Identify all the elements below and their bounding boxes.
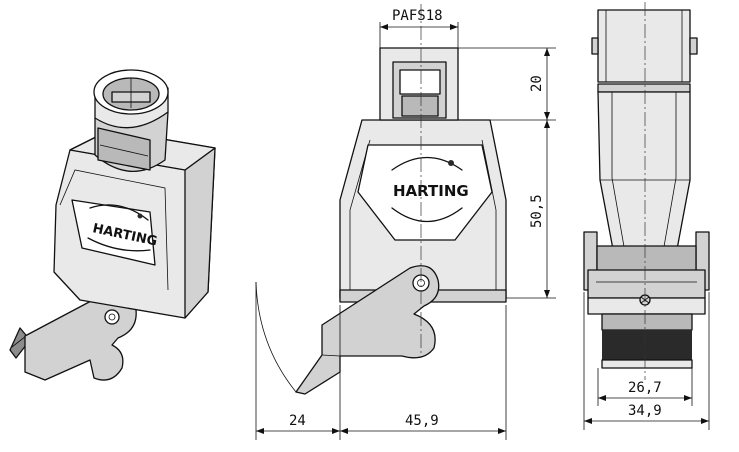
- dim-width-outer: 34,9: [628, 403, 662, 419]
- dim-width-inner: 26,7: [628, 380, 662, 396]
- dim-width-body: 45,9: [405, 413, 439, 429]
- dimension-lines: PAFS18 20 50,5 24 45,9 26,7: [255, 8, 710, 440]
- dim-height-body: 50,5: [529, 194, 545, 228]
- side-view: [583, 2, 710, 380]
- dim-pafs18: PAFS18: [392, 8, 443, 24]
- front-view: HARTING: [255, 4, 507, 395]
- front-logo-text: HARTING: [393, 182, 469, 200]
- dim-height-top: 20: [529, 75, 545, 92]
- isometric-view: HARTING: [9, 69, 216, 381]
- dim-width-lever: 24: [289, 413, 306, 429]
